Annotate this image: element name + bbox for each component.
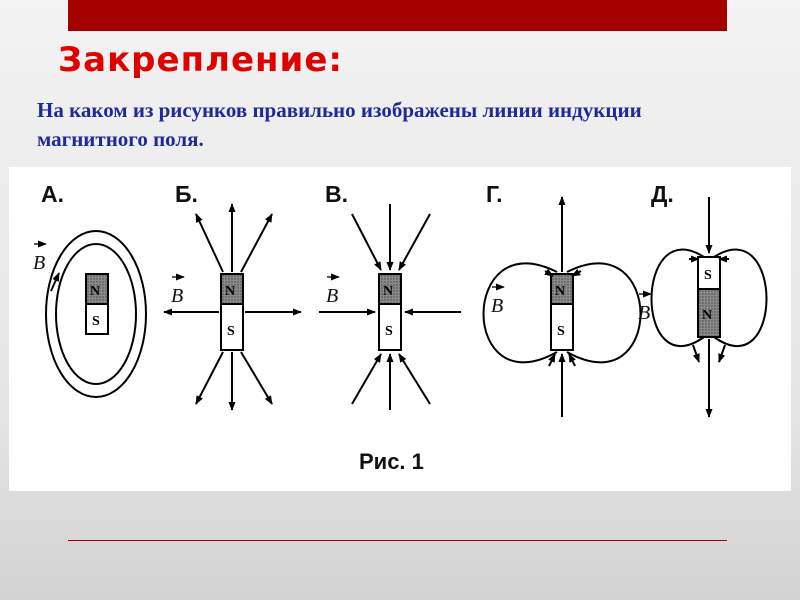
pole-label-b-top: N xyxy=(225,284,235,299)
pole-label-v-top: N xyxy=(383,284,393,299)
bottom-divider xyxy=(68,540,727,541)
b-symbol-g: B xyxy=(491,295,503,317)
top-accent-bar xyxy=(68,0,727,31)
panel-v-diagram xyxy=(319,204,461,410)
b-symbol-d: B xyxy=(638,302,650,324)
figure-caption: Рис. 1 xyxy=(359,449,424,474)
panel-label-v: В. xyxy=(325,181,348,207)
slide-title: Закрепление: xyxy=(58,40,343,80)
panel-b-diagram xyxy=(163,203,302,411)
panel-d-diagram xyxy=(650,197,768,418)
panel-g-diagram xyxy=(482,196,642,417)
panel-label-d: Д. xyxy=(651,181,674,207)
question-text: На каком из рисунков правильно изображен… xyxy=(37,98,642,151)
pole-label-d-bottom: N xyxy=(702,308,712,323)
field-arrow xyxy=(50,272,60,292)
panel-label-a: А. xyxy=(41,181,64,207)
pole-label-g-top: N xyxy=(555,284,565,299)
pole-label-a-bottom: S xyxy=(92,314,100,329)
magnet-pole-bottom xyxy=(85,303,109,335)
pole-label-a-top: N xyxy=(90,284,100,299)
b-vector-arrows xyxy=(34,240,652,298)
panel-label-g: Г. xyxy=(486,181,503,207)
b-symbol-v: B xyxy=(326,285,338,307)
panel-label-b: Б. xyxy=(175,181,198,207)
magnetic-field-figure: А. Б. В. Г. Д. B B B B B N S N S N S N S… xyxy=(33,181,768,474)
panel-a-diagram xyxy=(45,230,147,398)
figure-panel: А. Б. В. Г. Д. B B B B B N S N S N S N S… xyxy=(9,167,791,491)
pole-label-b-bottom: S xyxy=(227,324,235,339)
b-symbol-a: B xyxy=(33,252,45,274)
pole-label-d-top: S xyxy=(704,268,712,283)
pole-label-v-bottom: S xyxy=(385,324,393,339)
b-symbol-b: B xyxy=(171,285,183,307)
pole-label-g-bottom: S xyxy=(557,324,565,339)
